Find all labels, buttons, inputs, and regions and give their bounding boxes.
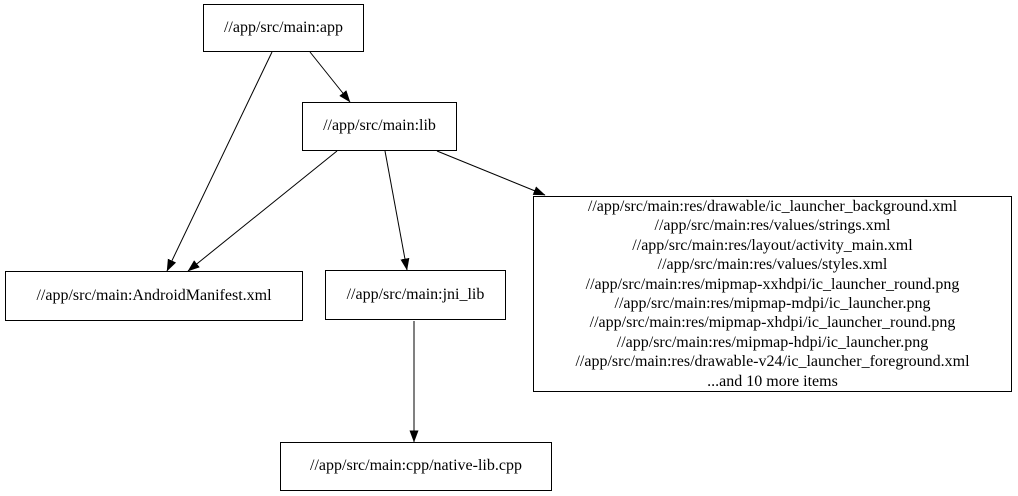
node-native-lib-cpp-label: //app/src/main:cpp/native-lib.cpp [310, 457, 522, 475]
edge-lib-to-manifest [187, 150, 338, 272]
res-item: //app/src/main:res/values/strings.xml [654, 217, 891, 235]
node-app: //app/src/main:app [203, 4, 364, 52]
node-res-group: //app/src/main:res/drawable/ic_launcher_… [533, 196, 1012, 392]
edge-lib-to-jni-lib [384, 150, 410, 271]
res-item: //app/src/main:res/drawable-v24/ic_launc… [575, 353, 970, 371]
res-item: //app/src/main:res/drawable/ic_launcher_… [587, 197, 958, 215]
node-jni-lib: //app/src/main:jni_lib [325, 270, 506, 320]
res-item: //app/src/main:res/mipmap-mdpi/ic_launch… [614, 295, 931, 312]
node-android-manifest-label: //app/src/main:AndroidManifest.xml [36, 286, 272, 304]
node-android-manifest: //app/src/main:AndroidManifest.xml [5, 271, 303, 321]
node-lib: //app/src/main:lib [302, 102, 457, 151]
edge-app-to-manifest [166, 51, 273, 272]
edge-lib-to-res-group [436, 150, 546, 196]
res-item-more: ...and 10 more items [707, 372, 838, 390]
node-lib-label: //app/src/main:lib [323, 117, 436, 135]
res-item: //app/src/main:res/mipmap-xxhdpi/ic_laun… [585, 275, 960, 293]
edge-app-to-lib [309, 51, 351, 103]
node-native-lib-cpp: //app/src/main:cpp/native-lib.cpp [280, 442, 552, 491]
res-item: //app/src/main:res/mipmap-xhdpi/ic_launc… [589, 314, 956, 332]
node-jni-lib-label: //app/src/main:jni_lib [346, 285, 485, 303]
res-item: //app/src/main:res/mipmap-hdpi/ic_launch… [616, 333, 929, 351]
res-item: //app/src/main:res/layout/activity_main.… [632, 236, 913, 254]
res-item: //app/src/main:res/values/styles.xml [657, 256, 888, 274]
node-app-label: //app/src/main:app [223, 18, 344, 36]
